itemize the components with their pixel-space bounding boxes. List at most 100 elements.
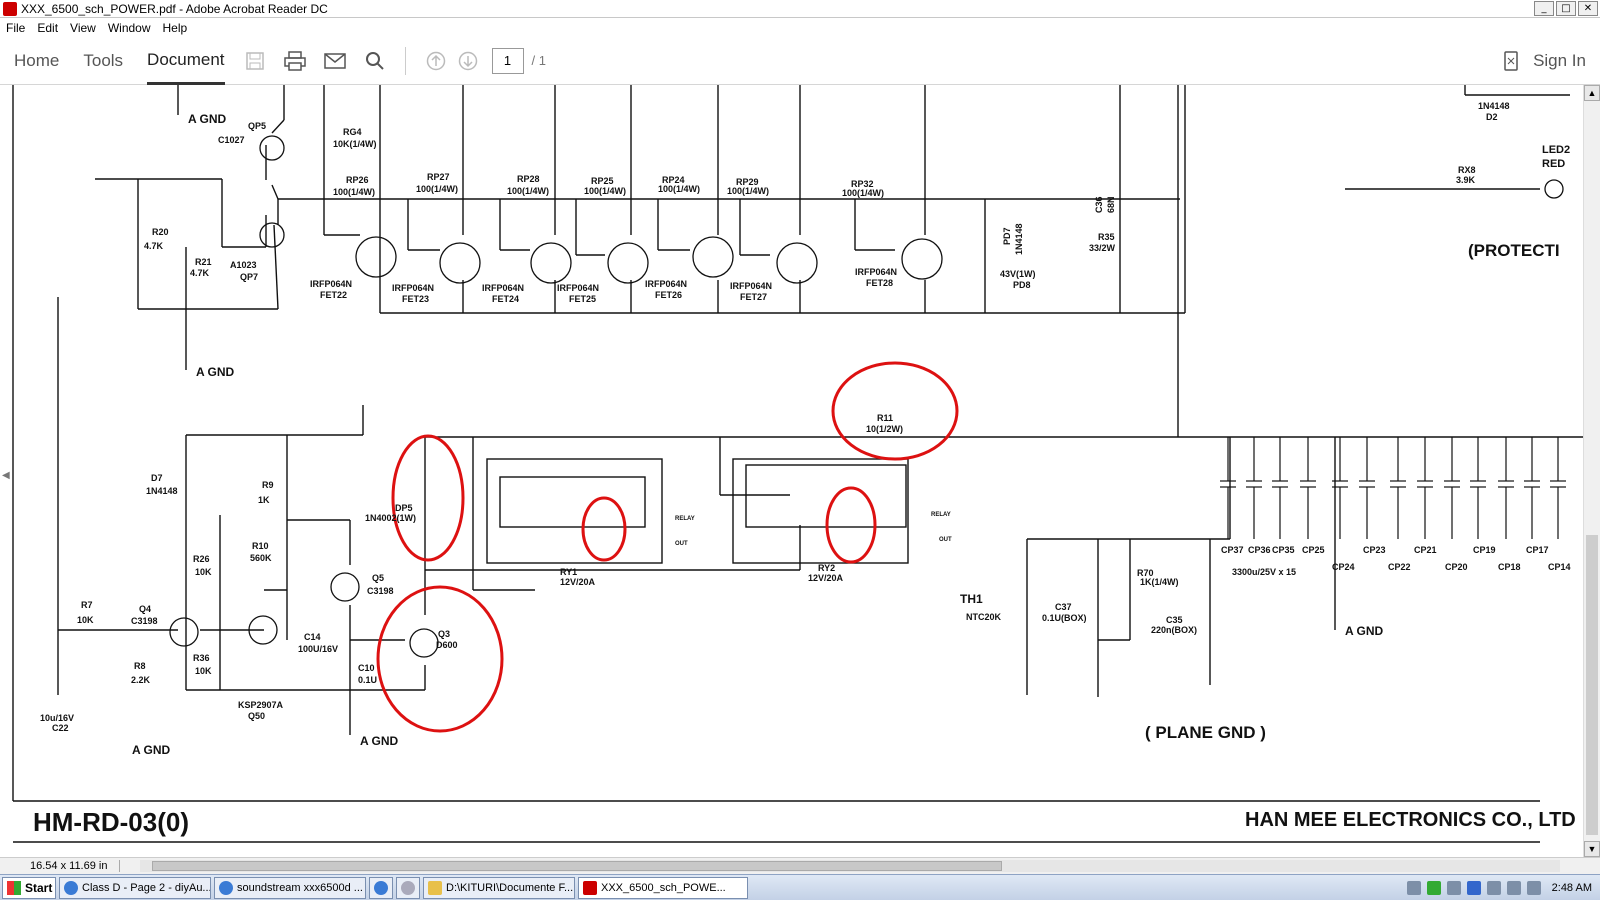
sign-in-button[interactable]: Sign In xyxy=(1533,50,1586,70)
label-r35: R35 xyxy=(1098,232,1115,242)
email-icon[interactable] xyxy=(315,37,355,85)
start-label: Start xyxy=(25,880,53,895)
windows-flag-icon xyxy=(7,880,21,895)
label-qp7: QP7 xyxy=(240,272,258,282)
print-icon[interactable] xyxy=(275,37,315,85)
menu-window[interactable]: Window xyxy=(107,20,151,35)
task-label: soundstream xxx6500d ... xyxy=(237,881,363,894)
mobile-link-icon[interactable] xyxy=(1499,37,1523,85)
label-d2: D2 xyxy=(1486,112,1498,122)
label-irfp-fet24: IRFP064N xyxy=(482,283,524,293)
label-r36: R36 xyxy=(193,653,210,663)
agnd-label: A GND xyxy=(188,112,227,126)
page-number-input[interactable]: 1 xyxy=(491,47,524,74)
menu-edit[interactable]: Edit xyxy=(37,20,59,35)
horizontal-scroll-thumb[interactable] xyxy=(152,861,1002,871)
bluetooth-icon[interactable] xyxy=(1466,880,1481,895)
label-r8-value: 2.2K xyxy=(131,675,151,685)
label-qp5: QP5 xyxy=(248,121,266,131)
task-acrobat[interactable]: XXX_6500_sch_POWE... xyxy=(578,876,748,899)
agnd-label: A GND xyxy=(196,365,235,379)
task-quicklaunch-2[interactable] xyxy=(396,876,420,899)
label-c14-value: 100U/16V xyxy=(298,644,338,654)
tab-document[interactable]: Document xyxy=(147,37,225,85)
label-c35: C35 xyxy=(1166,615,1183,625)
page-size: 16.54 x 11.69 in xyxy=(0,860,120,872)
label-cp36: CP36 xyxy=(1248,545,1271,555)
save-icon[interactable] xyxy=(235,37,275,85)
label-rg4: RG4 xyxy=(343,127,362,137)
label-r10-value: 560K xyxy=(250,553,272,563)
taskbar-clock[interactable]: 2:48 AM xyxy=(1551,881,1592,894)
tray-icon[interactable] xyxy=(1446,880,1461,895)
close-button[interactable]: ✕ xyxy=(1578,1,1598,16)
label-d7: D7 xyxy=(151,473,163,483)
label-pd8: PD8 xyxy=(1013,280,1031,290)
acrobat-icon xyxy=(3,1,17,16)
agnd-label: A GND xyxy=(1345,624,1384,638)
label-irfp-fet26: IRFP064N xyxy=(645,279,687,289)
task-label: D:\KITURI\Documente F... xyxy=(446,881,574,894)
browser-icon xyxy=(219,880,233,895)
label-rp29-value: 100(1/4W) xyxy=(727,186,769,196)
tab-tools[interactable]: Tools xyxy=(83,50,124,70)
start-button[interactable]: Start xyxy=(2,876,56,899)
label-r70: R70 xyxy=(1137,568,1154,578)
label-c37-value: 0.1U(BOX) xyxy=(1042,613,1087,623)
scroll-up-icon[interactable]: ▲ xyxy=(1584,85,1600,101)
browser-icon xyxy=(64,880,78,895)
label-c10-value: 0.1U xyxy=(358,675,377,685)
search-icon[interactable] xyxy=(355,37,395,85)
windows-taskbar: Start Class D - Page 2 - diyAu... sounds… xyxy=(0,874,1600,900)
task-quicklaunch-1[interactable] xyxy=(369,876,393,899)
maximize-button[interactable]: □ xyxy=(1556,1,1576,16)
mosfet-symbols xyxy=(169,135,1564,658)
label-cp18: CP18 xyxy=(1498,562,1521,572)
document-view[interactable]: A GND A GND A GND A GND A GND QP5 C1027 … xyxy=(0,85,1600,857)
label-c37: C37 xyxy=(1055,602,1072,612)
label-c36: C36 xyxy=(1094,196,1104,213)
menu-file[interactable]: File xyxy=(6,20,26,35)
network-icon[interactable] xyxy=(1486,880,1501,895)
horizontal-scrollbar[interactable] xyxy=(140,860,1560,872)
status-bar: 16.54 x 11.69 in xyxy=(0,857,1600,874)
tray-icon[interactable] xyxy=(1426,880,1441,895)
label-irfp-fet27: IRFP064N xyxy=(730,281,772,291)
protection-label: (PROTECTI xyxy=(1468,241,1560,260)
next-page-icon[interactable] xyxy=(456,37,480,85)
vertical-scroll-thumb[interactable] xyxy=(1586,535,1598,835)
prev-page-arrow-icon[interactable]: ◀ xyxy=(2,470,10,481)
plane-gnd-label: ( PLANE GND ) xyxy=(1145,723,1266,742)
label-fet23: FET23 xyxy=(402,294,429,304)
prev-page-icon[interactable] xyxy=(416,37,456,85)
label-irfp-fet25: IRFP064N xyxy=(557,283,599,293)
minimize-button[interactable]: _ xyxy=(1534,1,1554,16)
menu-view[interactable]: View xyxy=(70,20,96,35)
task-soundstream[interactable]: soundstream xxx6500d ... xyxy=(214,876,366,899)
menu-help[interactable]: Help xyxy=(162,20,188,35)
label-cp23: CP23 xyxy=(1363,545,1386,555)
label-rp24: RP24 xyxy=(662,175,685,185)
label-rg4-value: 10K(1/4W) xyxy=(333,139,377,149)
tab-home[interactable]: Home xyxy=(14,50,60,70)
flag-icon[interactable] xyxy=(1526,880,1541,895)
task-classd[interactable]: Class D - Page 2 - diyAu... xyxy=(59,876,211,899)
task-label: Class D - Page 2 - diyAu... xyxy=(82,881,211,894)
label-r35-value: 33/2W xyxy=(1089,243,1116,253)
task-explorer[interactable]: D:\KITURI\Documente F... xyxy=(423,876,575,899)
label-c1027: C1027 xyxy=(218,135,245,145)
page-total: / 1 xyxy=(531,53,546,68)
label-rp27-value: 100(1/4W) xyxy=(416,184,458,194)
scroll-down-icon[interactable]: ▼ xyxy=(1584,841,1600,857)
label-c14: C14 xyxy=(304,632,321,642)
label-rp28: RP28 xyxy=(517,174,540,184)
vertical-scrollbar[interactable]: ▲ ▼ xyxy=(1583,85,1600,857)
volume-icon[interactable] xyxy=(1506,880,1521,895)
tray-icon[interactable] xyxy=(1406,880,1421,895)
label-ry2: RY2 xyxy=(818,563,835,573)
label-r11-value: 10(1/2W) xyxy=(866,424,903,434)
main-toolbar: Home Tools Document 1 / 1 Sign In xyxy=(0,37,1600,85)
label-q3-value: D600 xyxy=(436,640,458,650)
agnd-label: A GND xyxy=(132,743,171,757)
